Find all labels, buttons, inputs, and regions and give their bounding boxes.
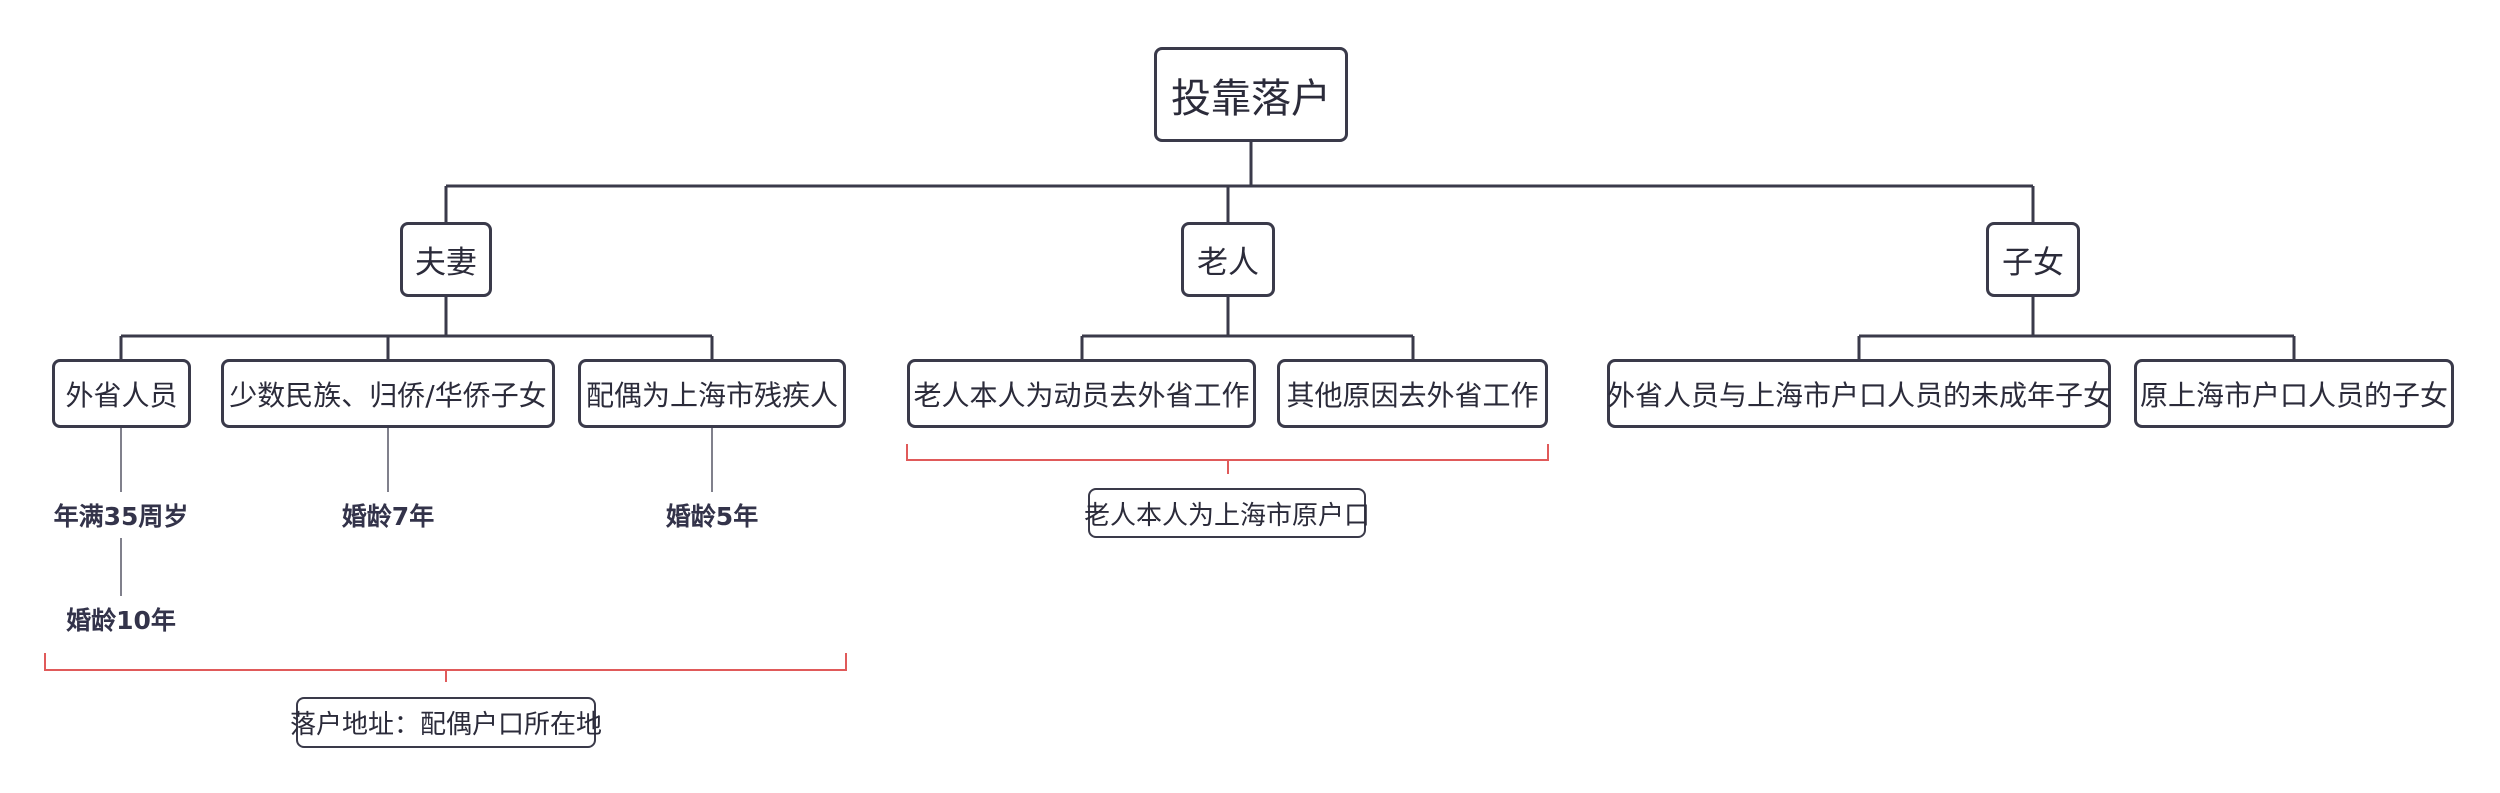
- category-children: 子女: [1986, 222, 2080, 297]
- category-spouse: 夫妻: [400, 222, 492, 297]
- spouse-type-other-province: 外省人员: [52, 359, 191, 428]
- elderly-summary-note: 老人本人为上海市原户口: [1084, 488, 1370, 538]
- root-node: 投靠落户: [1154, 47, 1348, 142]
- elderly-type-mobilized: 老人本人为动员去外省工作: [907, 359, 1256, 428]
- condition-marriage-5: 婚龄5年: [665, 502, 759, 531]
- condition-marriage-10: 婚龄10年: [66, 606, 176, 635]
- elderly-type-other-reason: 其他原因去外省工作: [1277, 359, 1548, 428]
- condition-age-35: 年满35周岁: [53, 502, 189, 531]
- children-type-former-shanghai: 原上海市户口人员的子女: [2134, 359, 2454, 428]
- spouse-type-disabled-spouse: 配偶为上海市残疾人: [578, 359, 846, 428]
- spouse-type-minority-overseas: 少数民族、归侨/华侨子女: [221, 359, 555, 428]
- category-elderly: 老人: [1181, 222, 1275, 297]
- condition-marriage-7: 婚龄7年: [341, 502, 435, 531]
- children-type-minor: 外省人员与上海市户口人员的未成年子女: [1607, 359, 2111, 428]
- spouse-summary-note: 落户地址：配偶户口所在地: [290, 697, 602, 748]
